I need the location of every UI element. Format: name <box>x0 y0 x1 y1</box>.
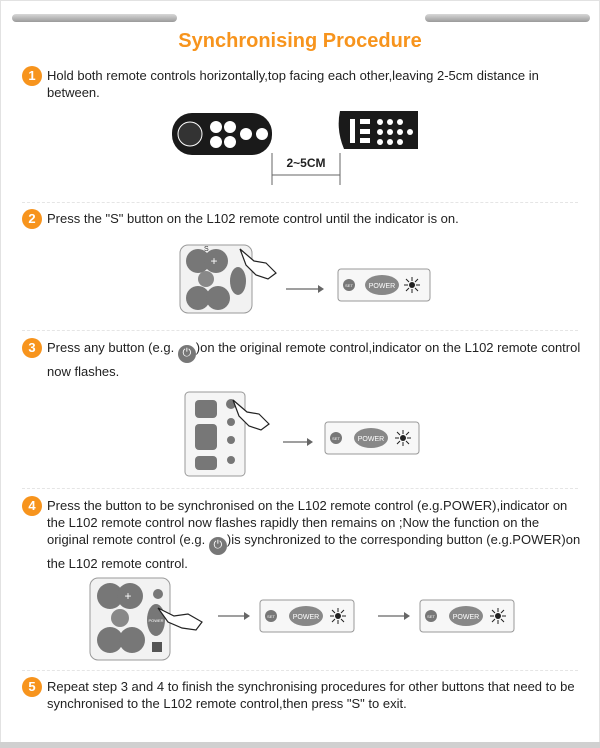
arrow-right-icon <box>307 438 313 446</box>
l102-indicator-panel-flashing: SET POWER <box>259 599 355 633</box>
figure-press-original-button: SET POWER <box>184 391 420 477</box>
step-2-text: Press the "S" button on the L102 remote … <box>47 211 459 226</box>
svg-text:POWER: POWER <box>369 283 395 290</box>
page-title: Synchronising Procedure <box>178 30 422 52</box>
hand-pointer-icon <box>157 607 203 631</box>
indicator-light-icon <box>490 608 506 624</box>
step-4-text: Press the button to be synchronised on t… <box>47 498 581 571</box>
step-number-4: 4 <box>22 496 42 516</box>
hand-pointer-icon <box>232 399 270 431</box>
l102-remote-front: + S <box>179 244 253 314</box>
step-number-5: 5 <box>22 677 42 697</box>
step-number-1: 1 <box>22 66 42 86</box>
l102-remote-front: + POWER <box>89 577 171 661</box>
l102-indicator-panel: SET POWER <box>324 421 420 455</box>
svg-text:POWER: POWER <box>293 614 319 621</box>
svg-text:+: + <box>210 254 217 268</box>
svg-text:+: + <box>124 589 131 603</box>
step-number-3: 3 <box>22 338 42 358</box>
svg-text:SET: SET <box>267 614 275 619</box>
figure-press-s-button: + S SET POWER <box>179 244 431 314</box>
top-right-tab <box>425 14 590 22</box>
divider <box>22 330 578 331</box>
step-1: 1 Hold both remote controls horizontally… <box>22 66 582 106</box>
power-icon: ⏻ <box>177 345 196 363</box>
divider <box>22 202 578 203</box>
svg-text:SET: SET <box>332 436 340 441</box>
l102-indicator-panel: SET POWER <box>337 268 431 302</box>
step-3: 3 Press any button (e.g. ⏻)on the origin… <box>22 338 582 379</box>
svg-text:POWER: POWER <box>453 614 479 621</box>
footer-bar <box>0 742 600 748</box>
divider <box>22 488 578 489</box>
divider <box>22 670 578 671</box>
s-key-label: S <box>204 246 209 253</box>
indicator-light-icon <box>330 608 346 624</box>
svg-text:SET: SET <box>345 283 353 288</box>
step-number-2: 2 <box>22 209 42 229</box>
arrow-right-icon <box>244 612 250 620</box>
indicator-light-icon <box>404 277 420 293</box>
top-left-tab <box>12 14 177 22</box>
arrow-right-icon <box>404 612 410 620</box>
l102-remote-side-view <box>172 113 272 155</box>
svg-text:POWER: POWER <box>148 618 163 623</box>
svg-text:POWER: POWER <box>358 436 384 443</box>
original-remote-front <box>184 391 246 477</box>
distance-label: 2~5CM <box>286 156 325 170</box>
step-5-text: Repeat step 3 and 4 to finish the synchr… <box>47 679 575 711</box>
step-2: 2 Press the "S" button on the L102 remot… <box>22 209 582 231</box>
step-1-text: Hold both remote controls horizontally,t… <box>47 68 539 100</box>
indicator-light-icon <box>395 430 411 446</box>
l102-indicator-panel-on: SET POWER <box>419 599 515 633</box>
figure-press-power-sync: + POWER SET POWER SET POWER <box>89 577 515 661</box>
arrow-right-icon <box>318 285 324 293</box>
power-icon: ⏻ <box>208 537 227 555</box>
figure-remotes-facing: 2~5CM <box>172 111 418 185</box>
step-5: 5 Repeat step 3 and 4 to finish the sync… <box>22 677 582 717</box>
step-3-text: Press any button (e.g. ⏻)on the original… <box>47 340 581 379</box>
hand-pointer-icon <box>239 248 277 280</box>
svg-text:SET: SET <box>427 614 435 619</box>
original-remote-side-view <box>338 111 418 149</box>
step-4: 4 Press the button to be synchronised on… <box>22 496 582 571</box>
